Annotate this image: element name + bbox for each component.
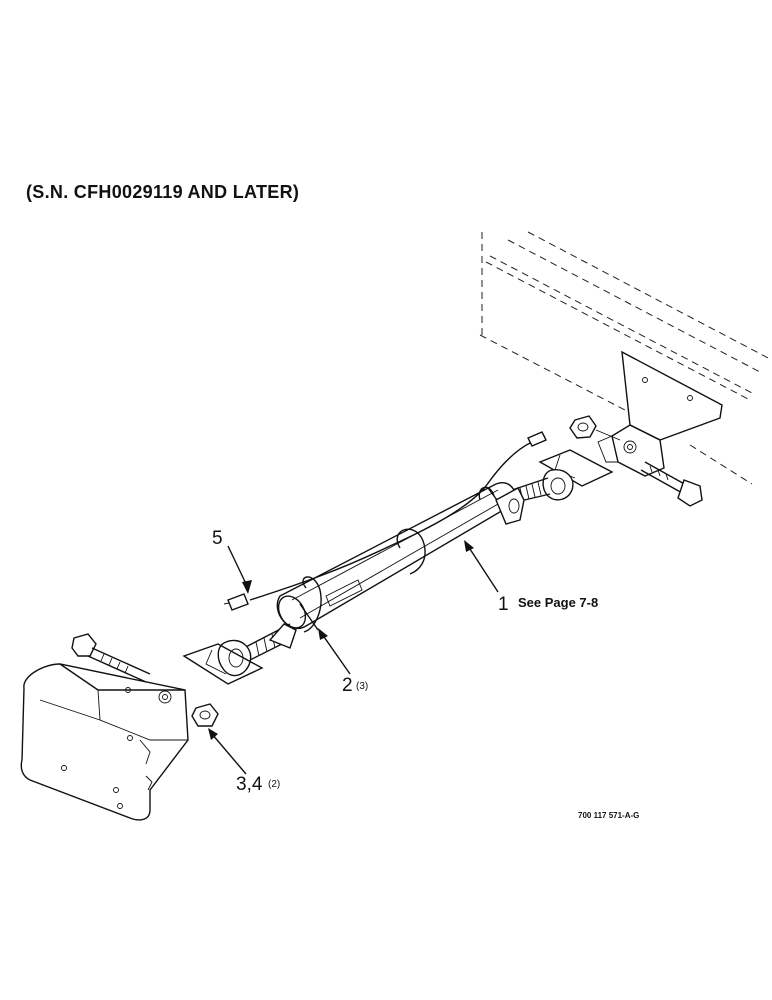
hydraulic-hose — [223, 431, 547, 611]
hydraulic-cylinder — [276, 482, 525, 631]
callout-1: 1 See Page 7-8 — [498, 594, 598, 615]
tie-straps — [302, 486, 495, 633]
serial-number-heading: (S.N. CFH0029119 AND LATER) — [26, 182, 300, 202]
callout-5: 5 — [212, 528, 223, 549]
frame-mount-bracket — [597, 350, 723, 477]
mount-nut-left — [191, 703, 219, 727]
callout-3-4-number: 3,4 — [236, 774, 263, 795]
mount-bolt-right — [640, 461, 703, 507]
callout-3-4: 3,4 (2) — [236, 774, 280, 795]
callout-2-number: 2 — [342, 675, 353, 696]
callout-5-number: 5 — [212, 528, 223, 549]
mount-bracket-left — [20, 663, 189, 821]
callout-2: 2 (3) — [342, 675, 368, 696]
mount-nut-right — [569, 415, 621, 441]
drawing-number: 700 117 571-A-G — [578, 811, 639, 820]
frame-outline — [479, 231, 772, 485]
callout-3-4-qty: (2) — [268, 779, 280, 790]
callout-1-number: 1 — [498, 594, 509, 615]
callout-2-qty: (3) — [356, 681, 368, 692]
mount-bolt-left — [71, 633, 151, 683]
pin-plate-left — [182, 643, 264, 685]
callout-leaders — [208, 540, 499, 775]
callout-1-note: See Page 7-8 — [518, 595, 598, 610]
